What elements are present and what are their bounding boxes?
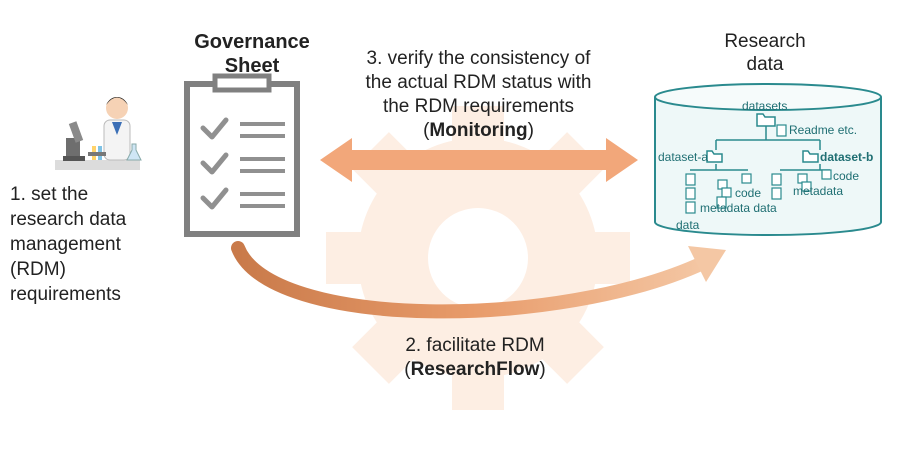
step1-label: 1. set the research data management (RDM… (10, 182, 180, 307)
step1-line: research data (10, 209, 127, 230)
research-data-title: Research data (700, 30, 830, 76)
tree-a-metadata-data-label: metadata data (700, 201, 777, 215)
paren-close: ) (527, 120, 534, 141)
step2-researchflow-line: (ResearchFlow) (360, 358, 590, 382)
step1-line: 1. set the (10, 184, 89, 205)
governance-title-line: Governance (194, 31, 310, 53)
tree-a-data-label: data (676, 218, 700, 232)
step1-line: (RDM) (10, 259, 66, 280)
paren-close: ) (539, 359, 546, 380)
tree-b-metadata-label: metadata (793, 184, 844, 198)
step3-label: 3. verify the consistency of the actual … (336, 47, 621, 143)
step3-line: the RDM requirements (382, 96, 575, 117)
research-title-line: data (746, 54, 784, 75)
step3-monitoring-line: (Monitoring) (336, 119, 621, 143)
step2-line: 2. facilitate RDM (405, 335, 545, 356)
research-title-line: Research (724, 31, 806, 52)
step1-line: management (10, 234, 121, 255)
tree-dataset-a-label: dataset-a (658, 150, 709, 164)
tree-b-code-label: code (833, 169, 860, 183)
scientist-icon (55, 97, 142, 170)
clipboard-checklist-icon (184, 73, 300, 237)
monitoring-bold: Monitoring (429, 120, 528, 141)
monitoring-double-arrow (320, 138, 638, 182)
tree-readme-label: Readme etc. (789, 123, 858, 137)
tree-a-code-label: code (735, 186, 762, 200)
paren-open: ( (423, 120, 430, 141)
governance-sheet-title: Governance Sheet (182, 30, 322, 78)
step1-line: requirements (10, 284, 121, 305)
researchflow-curved-arrow (231, 241, 726, 319)
step3-line: the actual RDM status with (365, 72, 592, 93)
tree-dataset-b-label: dataset-b (820, 150, 874, 164)
step2-label: 2. facilitate RDM (ResearchFlow) (360, 334, 590, 382)
database-cylinder-icon (654, 83, 882, 236)
file-icon (685, 124, 832, 214)
tree-root-label: datasets (742, 99, 788, 113)
researchflow-bold: ResearchFlow (410, 359, 540, 380)
paren-open: ( (404, 359, 411, 380)
folder-icon (706, 113, 819, 163)
governance-title-line: Sheet (224, 55, 280, 77)
step3-line: 3. verify the consistency of (366, 48, 591, 69)
